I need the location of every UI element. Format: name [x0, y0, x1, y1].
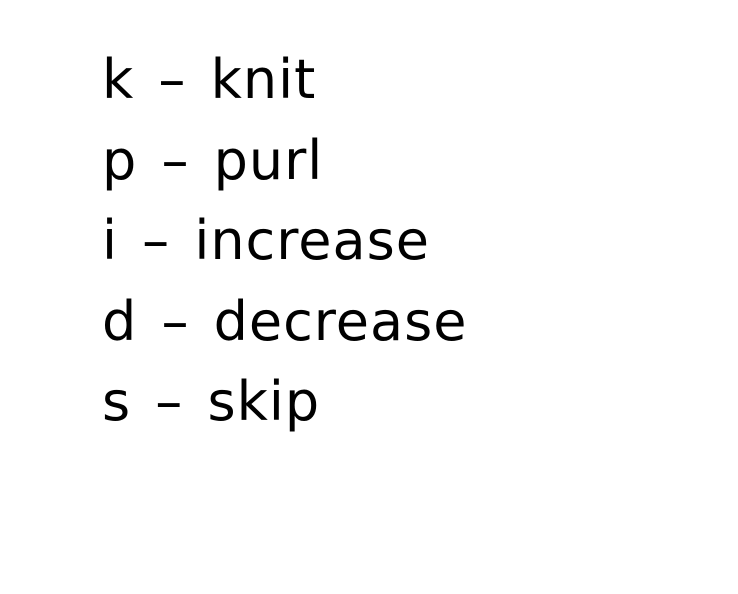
- legend-item-increase: i – increase: [102, 209, 430, 272]
- legend-item-skip: s – skip: [102, 370, 321, 433]
- legend-item-knit: k – knit: [102, 48, 317, 111]
- legend-item-purl: p – purl: [102, 128, 324, 192]
- stitch-abbreviation-legend: k – knit p – purl i – increase d – decre…: [102, 40, 467, 443]
- legend-item-decrease: d – decrease: [102, 289, 468, 353]
